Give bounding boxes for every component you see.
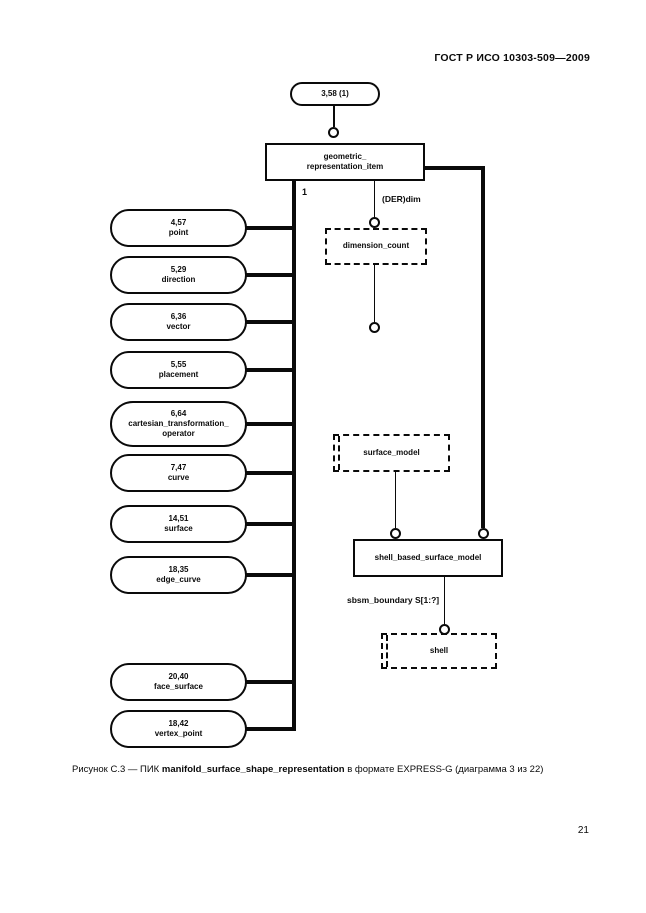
- oval-name: vertex_point: [154, 729, 203, 738]
- entity-label-line1: geometric_: [323, 151, 367, 161]
- page-ref-edge: [386, 635, 388, 667]
- oval-ref: 5,55: [170, 360, 187, 369]
- open-end-circle: [369, 322, 380, 333]
- type-label: dimension_count: [342, 241, 410, 251]
- oval-name: point: [168, 228, 189, 237]
- oval-point: 4,57 point: [110, 209, 247, 247]
- connector-line: [245, 680, 295, 684]
- subtype-tree-line: [292, 181, 296, 731]
- entity-shell-based-surface-model: shell_based_surface_model: [353, 539, 503, 577]
- oval-vertex-point: 18,42 vertex_point: [110, 710, 247, 748]
- type-shell: shell: [381, 633, 497, 669]
- oval-name: placement: [158, 370, 199, 379]
- caption-prefix: Рисунок С.3 — ПИК: [72, 764, 162, 775]
- page-number: 21: [577, 825, 589, 836]
- oval-placement: 5,55 placement: [110, 351, 247, 389]
- oval-ref: 18,42: [168, 719, 189, 728]
- subtype-count-label: 1: [301, 187, 309, 197]
- oval-name: vector: [166, 322, 191, 331]
- subtype-tree-line: [425, 166, 485, 170]
- connector-circle: [478, 528, 489, 539]
- oval-ref: 5,29: [170, 265, 187, 274]
- connector-line: [245, 522, 295, 526]
- oval-name: curve: [167, 473, 190, 482]
- oval-edge-curve: 18,35 edge_curve: [110, 556, 247, 594]
- connector-line: [245, 273, 295, 277]
- connector-circle: [439, 624, 450, 635]
- page-ref-edge: [338, 436, 340, 470]
- page-header: ГОСТ Р ИСО 10303-509—2009: [434, 52, 590, 64]
- oval-curve: 7,47 curve: [110, 454, 247, 492]
- connector-line: [333, 106, 335, 127]
- oval-name: face_surface: [154, 682, 203, 691]
- type-surface-model: surface_model: [333, 434, 450, 472]
- connector-circle: [328, 127, 339, 138]
- connector-line: [245, 368, 295, 372]
- caption-entity-name: manifold_surface_shape_representation: [161, 764, 345, 775]
- subtype-tree-line: [481, 166, 485, 528]
- oval-ref: 14,51: [168, 514, 189, 523]
- entity-geometric-representation-item: geometric_ representation_item: [265, 143, 425, 181]
- oval-name: surface: [164, 524, 193, 533]
- oval-vector: 6,36 vector: [110, 303, 247, 341]
- connector-line: [245, 471, 295, 475]
- type-label: shell: [429, 645, 449, 655]
- oval-name: direction: [161, 275, 196, 284]
- oval-ref: 6,64: [170, 409, 187, 418]
- attribute-line: [374, 181, 375, 218]
- connector-line: [245, 422, 295, 426]
- entity-label: shell_based_surface_model: [374, 552, 482, 562]
- supertype-line: [395, 472, 396, 528]
- der-dim-label: (DER)dim: [381, 194, 422, 204]
- connector-line: [245, 226, 295, 230]
- type-dimension-count: dimension_count: [325, 228, 427, 265]
- connector-line: [245, 320, 295, 324]
- oval-direction: 5,29 direction: [110, 256, 247, 294]
- page-ref-oval: 3,58 (1): [290, 82, 380, 106]
- oval-surface: 14,51 surface: [110, 505, 247, 543]
- oval-cartesian-transformation-operator: 6,64 cartesian_transformation_ operator: [110, 401, 247, 447]
- oval-name: edge_curve: [156, 575, 201, 584]
- connector-line: [245, 727, 295, 731]
- sbsm-boundary-label: sbsm_boundary S[1:?]: [346, 595, 441, 605]
- oval-ref: 4,57: [170, 218, 187, 227]
- attribute-line: [444, 577, 445, 624]
- oval-ref: 18,35: [168, 565, 189, 574]
- connector-circle: [369, 217, 380, 228]
- connector-line: [245, 573, 295, 577]
- caption-suffix: в формате EXPRESS-G (диаграмма 3 из 22): [344, 764, 544, 775]
- oval-face-surface: 20,40 face_surface: [110, 663, 247, 701]
- entity-label-line2: representation_item: [306, 162, 384, 171]
- oval-ref: 20,40: [168, 672, 189, 681]
- figure-caption: Рисунок С.3 — ПИК manifold_surface_shape…: [72, 764, 592, 775]
- oval-ref: 7,47: [170, 463, 187, 472]
- page-ref-label: 3,58 (1): [321, 89, 349, 98]
- connector-circle: [390, 528, 401, 539]
- oval-name: cartesian_transformation_ operator: [128, 419, 229, 438]
- type-label: surface_model: [363, 447, 420, 457]
- oval-ref: 6,36: [170, 312, 187, 321]
- attribute-line: [374, 265, 375, 322]
